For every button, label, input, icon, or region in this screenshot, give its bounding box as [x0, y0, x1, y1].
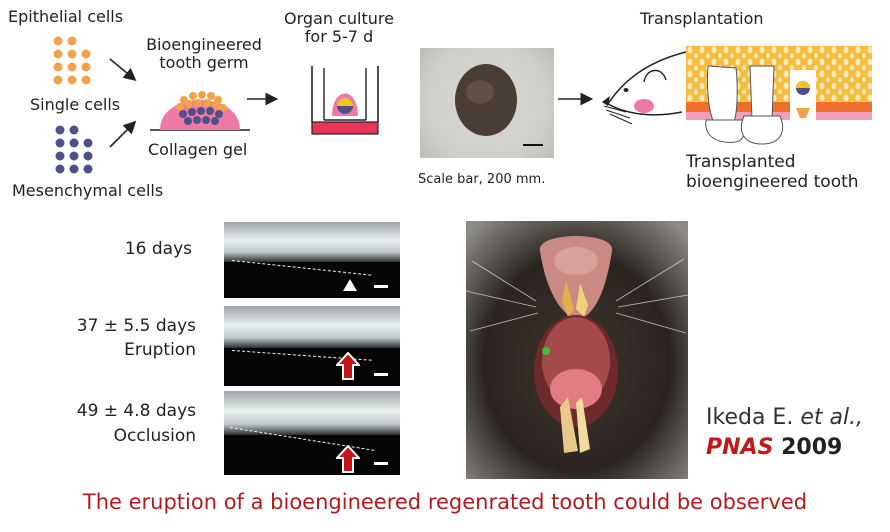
photo-day-16	[224, 222, 400, 298]
teeth-area	[224, 222, 400, 262]
photo-day-49	[224, 391, 400, 475]
epithelial-cells-icon	[53, 36, 91, 85]
photo-day-37	[224, 306, 400, 386]
timeline-day-49: 49 ± 4.8 days	[76, 401, 196, 421]
citation-journal: PNAS 2009	[706, 435, 843, 460]
organ-culture-label: Organ culture for 5-7 d	[284, 9, 394, 46]
timeline-day-16: 16 days	[124, 239, 192, 259]
scale-bar	[374, 373, 388, 376]
mesenchymal-cells-icon	[55, 125, 93, 174]
mouse-photo	[466, 221, 688, 479]
mesenchymal-cells-label: Mesenchymal cells	[12, 181, 164, 200]
tooth-germ-photo	[420, 48, 554, 158]
collagen-gel-label: Collagen gel	[148, 140, 248, 159]
tooth-germ-icon	[150, 91, 250, 131]
bioengineered-tooth-germ-label: Bioengineered tooth germ	[146, 35, 262, 72]
teeth-area	[224, 306, 400, 348]
arrow-right-icon-2	[558, 92, 594, 106]
scale-bar	[374, 462, 388, 465]
transplanted-tooth-label: Transplanted bioengineered tooth	[686, 152, 859, 193]
tooth-germ-micrograph	[455, 64, 543, 146]
mouse-head-icon	[602, 51, 687, 125]
fluorescent-tooth-marker	[542, 347, 550, 355]
scale-bar	[374, 285, 388, 288]
timeline-eruption: Eruption	[124, 340, 196, 360]
epithelial-cells-label: Epithelial cells	[8, 7, 124, 26]
teeth-area	[224, 391, 400, 435]
mouse-mouth-photo	[466, 221, 688, 479]
micrograph-scale-bar	[523, 144, 543, 146]
footer-caption: The eruption of a bioengineered regenrat…	[82, 490, 808, 514]
citation-author: Ikeda E. et al.,	[706, 405, 864, 430]
timeline-occlusion: Occlusion	[113, 426, 196, 446]
culture-dish-icon	[311, 66, 379, 135]
arrow-right-icon	[247, 92, 279, 106]
occlusion-arrow-icon	[336, 445, 360, 473]
eruption-arrow-icon	[336, 352, 360, 380]
transplant-jaw-icon	[686, 46, 872, 145]
scale-bar-caption: Scale bar, 200 mm.	[418, 172, 546, 187]
combine-arrows-icon	[109, 58, 137, 148]
triangle-marker-icon	[343, 279, 357, 291]
transplantation-label: Transplantation	[640, 9, 764, 28]
gum-line	[231, 260, 372, 276]
single-cells-label: Single cells	[30, 95, 121, 114]
timeline-day-37: 37 ± 5.5 days	[76, 316, 196, 336]
